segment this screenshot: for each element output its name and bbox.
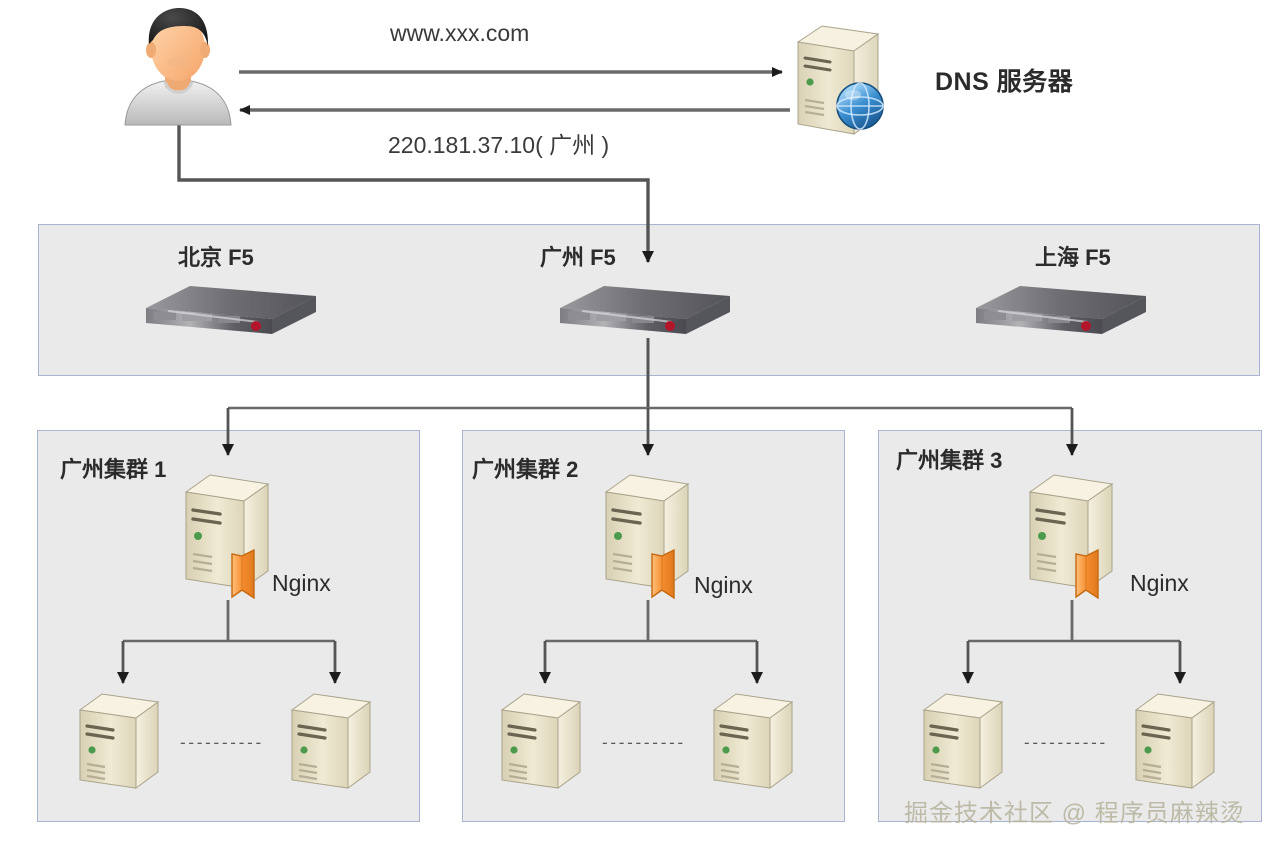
f5-label-shanghai: 上海 F5 — [1035, 245, 1111, 270]
dns-server-label: DNS 服务器 — [935, 68, 1074, 96]
cluster-label-3: 广州集群 3 — [896, 448, 1003, 473]
server-tower-icon — [706, 688, 802, 798]
server-tower-nginx-icon — [176, 468, 280, 602]
cluster-ellipsis-3: - - - - - - - - - - — [1024, 733, 1105, 752]
cluster-label-1: 广州集群 1 — [60, 457, 167, 482]
dns-server-icon — [786, 20, 892, 142]
cluster-ellipsis-1: - - - - - - - - - - — [180, 733, 261, 752]
server-tower-icon — [1128, 688, 1224, 798]
cluster-ellipsis-2: - - - - - - - - - - — [602, 733, 683, 752]
server-tower-icon — [916, 688, 1012, 798]
f5-label-beijing: 北京 F5 — [178, 245, 254, 270]
user-avatar-icon — [115, 6, 243, 126]
rack-appliance-icon — [552, 278, 737, 340]
watermark: 掘金技术社区 @ 程序员麻辣烫 — [904, 800, 1245, 827]
nginx-label-2: Nginx — [694, 572, 753, 598]
server-tower-nginx-icon — [1020, 468, 1124, 602]
server-tower-icon — [494, 688, 590, 798]
server-tower-icon — [72, 688, 168, 798]
response-label: 220.181.37.10( 广州 ) — [388, 132, 610, 158]
server-tower-icon — [284, 688, 380, 798]
f5-label-guangzhou: 广州 F5 — [540, 245, 616, 270]
nginx-label-3: Nginx — [1130, 570, 1189, 596]
request-label: www.xxx.com — [390, 20, 530, 46]
rack-appliance-icon — [138, 278, 323, 340]
nginx-label-1: Nginx — [272, 570, 331, 596]
rack-appliance-icon — [968, 278, 1153, 340]
cluster-label-2: 广州集群 2 — [472, 457, 579, 482]
server-tower-nginx-icon — [596, 468, 700, 602]
